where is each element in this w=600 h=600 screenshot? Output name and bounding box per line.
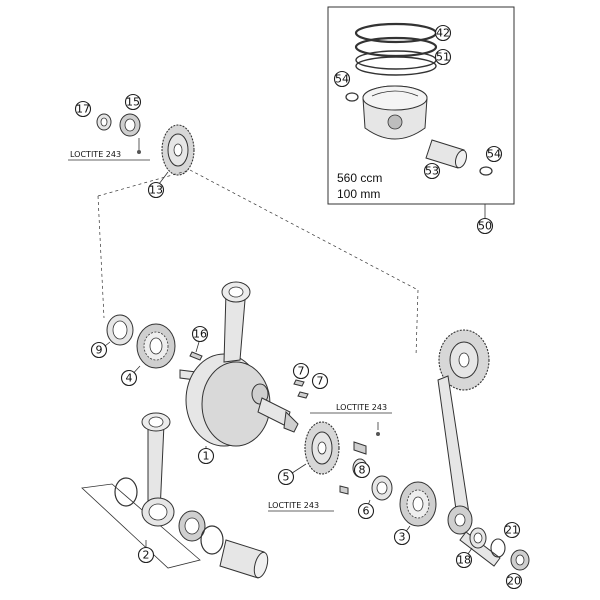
loctite-label-top: LOCTITE 243 bbox=[70, 150, 121, 159]
svg-text:21: 21 bbox=[505, 524, 519, 537]
callout-42: 42 bbox=[434, 24, 452, 42]
screw-dot-top bbox=[137, 150, 141, 154]
needle-bearing bbox=[178, 510, 206, 542]
callout-17: 17 bbox=[74, 100, 92, 118]
svg-text:4: 4 bbox=[126, 372, 133, 385]
callout-7a: 7 bbox=[292, 362, 310, 380]
callout-5: 5 bbox=[277, 468, 295, 486]
callout-6: 6 bbox=[357, 502, 375, 520]
gear-13 bbox=[161, 124, 195, 176]
seal-17 bbox=[96, 113, 112, 131]
piston-rings bbox=[354, 22, 438, 76]
svg-text:1: 1 bbox=[203, 450, 210, 463]
callout-15: 15 bbox=[124, 93, 142, 111]
svg-text:7: 7 bbox=[298, 365, 305, 378]
washer-21 bbox=[490, 538, 506, 558]
alignment-lines bbox=[97, 169, 419, 357]
bearing-4 bbox=[136, 323, 176, 369]
piston-pin bbox=[425, 139, 468, 169]
loctite-label-bot: LOCTITE 243 bbox=[268, 501, 319, 510]
svg-text:20: 20 bbox=[507, 575, 521, 588]
svg-text:54: 54 bbox=[335, 73, 349, 86]
key-7a bbox=[293, 379, 305, 387]
circlip-right bbox=[479, 166, 493, 176]
bearing-15 bbox=[119, 113, 141, 137]
callout-54a: 54 bbox=[333, 70, 351, 88]
nut-20 bbox=[510, 549, 530, 571]
crankshaft bbox=[179, 281, 299, 447]
svg-text:7: 7 bbox=[317, 375, 324, 388]
balancer-shaft bbox=[437, 329, 501, 567]
screw-dot-mid bbox=[376, 432, 380, 436]
svg-text:2: 2 bbox=[143, 549, 150, 562]
svg-text:3: 3 bbox=[399, 531, 406, 544]
svg-text:50: 50 bbox=[478, 220, 492, 233]
callout-3: 3 bbox=[393, 528, 411, 546]
woodruff-key-16 bbox=[189, 351, 203, 361]
thrust-washer-a bbox=[114, 477, 138, 507]
callout-21: 21 bbox=[503, 521, 521, 539]
thrust-washer-b bbox=[200, 525, 224, 555]
callout-53: 53 bbox=[423, 162, 441, 180]
svg-text:9: 9 bbox=[96, 344, 103, 357]
callout-9: 9 bbox=[90, 341, 108, 359]
callout-13: 13 bbox=[147, 181, 165, 199]
svg-text:18: 18 bbox=[457, 554, 471, 567]
key-7b bbox=[297, 391, 309, 399]
piston-kit-frame bbox=[327, 6, 515, 205]
callout-20: 20 bbox=[505, 572, 523, 590]
svg-text:16: 16 bbox=[193, 328, 207, 341]
callout-7b: 7 bbox=[311, 372, 329, 390]
bolt-8 bbox=[353, 441, 367, 455]
callout-4: 4 bbox=[120, 369, 138, 387]
callout-54b: 54 bbox=[485, 145, 503, 163]
circlip-left bbox=[345, 92, 359, 102]
svg-text:53: 53 bbox=[425, 165, 439, 178]
svg-text:13: 13 bbox=[149, 184, 163, 197]
svg-text:8: 8 bbox=[359, 464, 366, 477]
callout-50: 50 bbox=[476, 217, 494, 235]
svg-text:42: 42 bbox=[436, 27, 450, 40]
piston bbox=[362, 85, 428, 140]
callout-18: 18 bbox=[455, 551, 473, 569]
loctite-label-mid: LOCTITE 243 bbox=[336, 403, 387, 412]
crank-pin bbox=[219, 539, 269, 579]
svg-text:17: 17 bbox=[76, 103, 90, 116]
svg-text:54: 54 bbox=[487, 148, 501, 161]
seal-9 bbox=[106, 314, 134, 346]
gear-5 bbox=[304, 421, 340, 475]
svg-text:6: 6 bbox=[363, 505, 370, 518]
svg-text:15: 15 bbox=[126, 96, 140, 109]
screw-6 bbox=[339, 485, 349, 495]
callout-51: 51 bbox=[434, 48, 452, 66]
spec-bore: 100 mm bbox=[337, 187, 380, 201]
callout-8: 8 bbox=[353, 461, 371, 479]
bearing-3 bbox=[399, 481, 437, 527]
spec-displacement: 560 ccm bbox=[337, 171, 382, 185]
svg-text:51: 51 bbox=[436, 51, 450, 64]
callout-16: 16 bbox=[191, 325, 209, 343]
callout-1: 1 bbox=[197, 447, 215, 465]
svg-text:5: 5 bbox=[283, 471, 290, 484]
callout-2: 2 bbox=[137, 546, 155, 564]
conrod-kit bbox=[81, 412, 201, 569]
